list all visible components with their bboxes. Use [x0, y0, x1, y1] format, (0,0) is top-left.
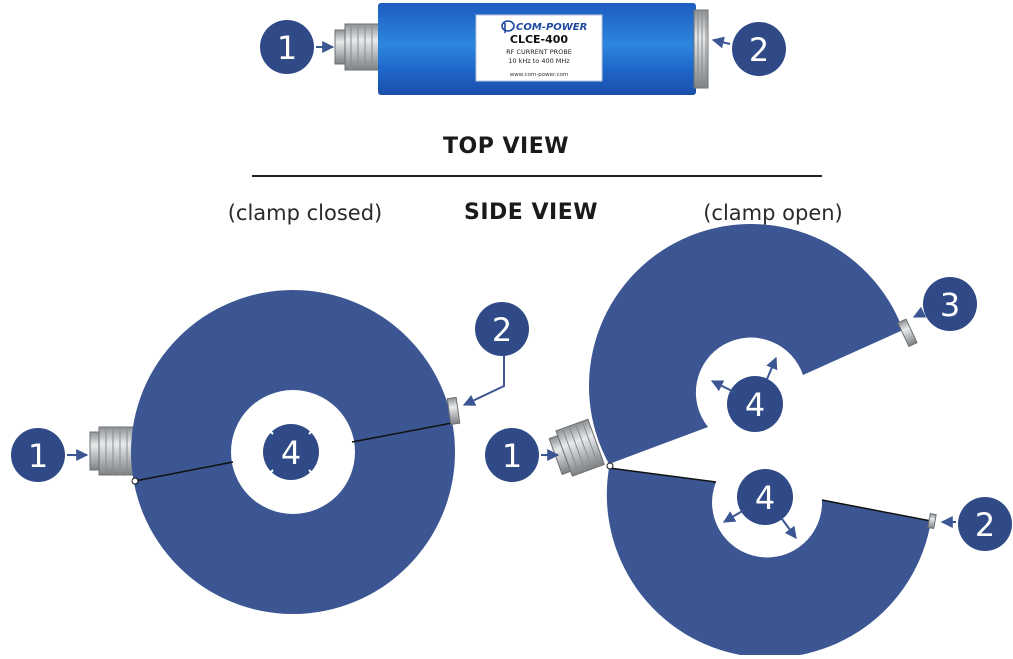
svg-text:3: 3: [940, 286, 960, 324]
open-lower-jaw: [606, 468, 931, 658]
svg-text:2: 2: [492, 311, 512, 349]
callout-open-4-upper: 4: [710, 356, 783, 432]
svg-text:1: 1: [277, 29, 297, 67]
callout-closed-2: 2: [462, 302, 529, 406]
open-upper-jaw: [588, 224, 903, 464]
top-view-heading: TOP VIEW: [443, 134, 569, 159]
closed-connector: [89, 426, 134, 476]
open-connector: [548, 418, 605, 477]
open-end-connector-2: [927, 513, 937, 529]
callout-open-3: 3: [912, 277, 977, 331]
top-view-probe: COM-POWER CLCE-400 RF CURRENT PROBE 10 k…: [334, 3, 709, 95]
closed-split-line-left: [134, 461, 234, 482]
label-frequency: 10 kHz to 400 MHz: [508, 57, 570, 65]
open-clamp: [548, 224, 937, 658]
closed-end-connector: [446, 396, 461, 425]
svg-text:4: 4: [281, 434, 301, 472]
top-connector-right: [693, 9, 709, 89]
label-website: www.com-power.com: [510, 72, 568, 78]
closed-split-line-right: [351, 422, 453, 443]
open-split-line: [608, 467, 717, 483]
callout-closed-1: 1: [11, 428, 89, 482]
svg-text:4: 4: [755, 479, 775, 517]
closed-hinge: [131, 477, 139, 485]
closed-ring: [131, 290, 455, 614]
svg-text:1: 1: [502, 437, 522, 475]
svg-text:2: 2: [975, 506, 995, 544]
callout-closed-4: 4: [256, 417, 326, 487]
label-model: CLCE-400: [510, 33, 569, 46]
side-view-heading: SIDE VIEW: [464, 200, 598, 225]
callout-top-1: 1: [260, 20, 335, 74]
clamp-open-caption: (clamp open): [703, 201, 843, 225]
com-power-logo-icon: COM-POWER: [501, 20, 587, 33]
svg-text:1: 1: [28, 437, 48, 475]
label-description: RF CURRENT PROBE: [506, 48, 572, 56]
closed-clamp: [89, 290, 461, 614]
top-connector-left: [334, 23, 380, 71]
product-label: COM-POWER CLCE-400 RF CURRENT PROBE 10 k…: [475, 14, 603, 82]
open-split-line-right: [821, 499, 932, 522]
svg-text:4: 4: [745, 386, 765, 424]
callout-open-1: 1: [485, 428, 560, 482]
clamp-closed-caption: (clamp closed): [227, 201, 383, 225]
svg-text:2: 2: [749, 31, 769, 69]
open-hinge: [606, 462, 614, 470]
callout-top-2: 2: [711, 22, 786, 76]
label-brand: COM-POWER: [516, 22, 587, 33]
callout-open-4-lower: 4: [722, 469, 797, 539]
open-end-connector-3: [897, 318, 918, 348]
callout-open-2: 2: [940, 497, 1012, 551]
